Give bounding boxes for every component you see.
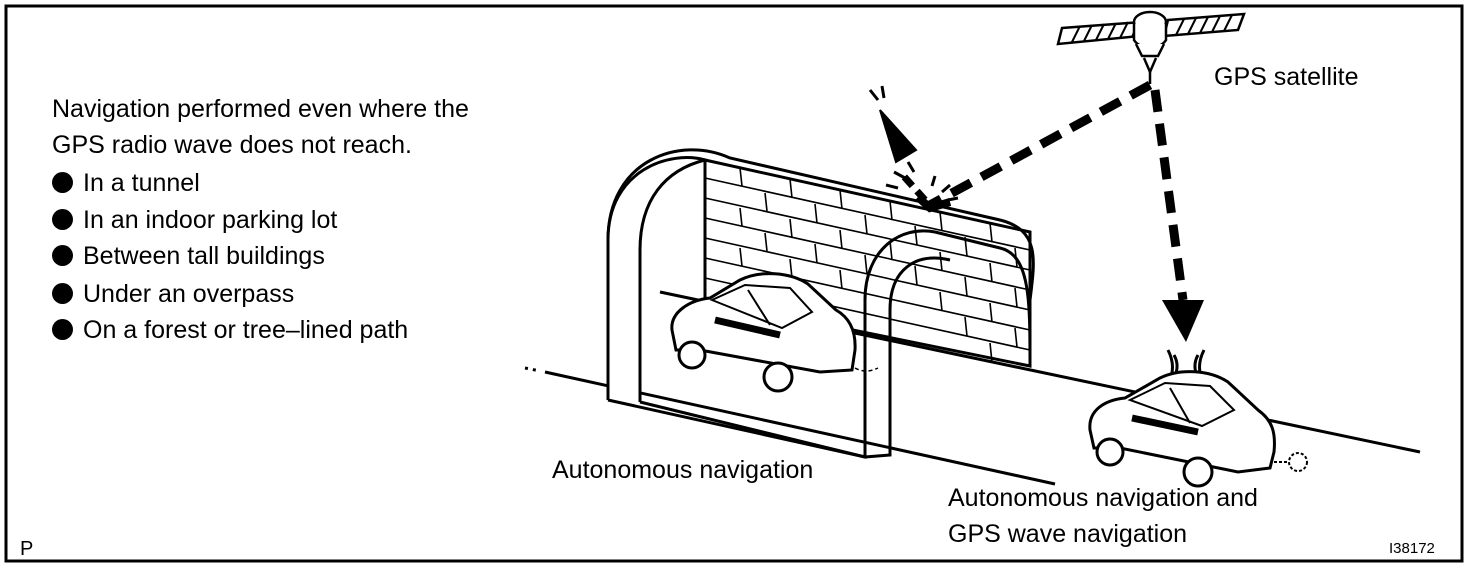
- bullet-label: In a tunnel: [83, 169, 200, 197]
- car-icon: [670, 272, 879, 393]
- bullet-item: Under an overpass: [52, 280, 294, 309]
- figure-id: I38172: [1389, 540, 1435, 557]
- bullet-label: In an indoor parking lot: [83, 206, 338, 234]
- arrow-icon: [868, 85, 959, 203]
- down-arrow-icon: [1162, 300, 1204, 342]
- intro-line-1: Navigation performed even where the: [52, 95, 469, 123]
- bullet-label: Between tall buildings: [83, 242, 325, 270]
- bullet-icon: [52, 245, 73, 266]
- figure-border: [4, 4, 1464, 563]
- bullet-item: On a forest or tree–lined path: [52, 316, 408, 345]
- corner-code: P: [20, 538, 34, 560]
- intro-line-2: GPS radio wave does not reach.: [52, 131, 412, 159]
- bullet-icon: [52, 283, 73, 304]
- combined-label-line-1: Autonomous navigation and: [948, 484, 1258, 512]
- bullet-label: On a forest or tree–lined path: [83, 316, 409, 344]
- blocked-signal-path: [927, 81, 1153, 209]
- gps-satellite-icon: [1056, 10, 1246, 84]
- bullet-item: In an indoor parking lot: [52, 206, 337, 235]
- bullet-label: Under an overpass: [83, 280, 295, 308]
- received-signal-path: [1150, 89, 1188, 301]
- bullet-icon: [52, 319, 73, 340]
- bullet-item: In a tunnel: [52, 169, 200, 198]
- car-icon: [1088, 370, 1308, 488]
- satellite-label: GPS satellite: [1214, 63, 1359, 91]
- bullet-icon: [52, 209, 73, 230]
- autonomous-label: Autonomous navigation: [552, 456, 814, 484]
- combined-label-line-2: GPS wave navigation: [948, 520, 1188, 548]
- bullet-icon: [52, 172, 73, 193]
- bullet-item: Between tall buildings: [52, 242, 325, 271]
